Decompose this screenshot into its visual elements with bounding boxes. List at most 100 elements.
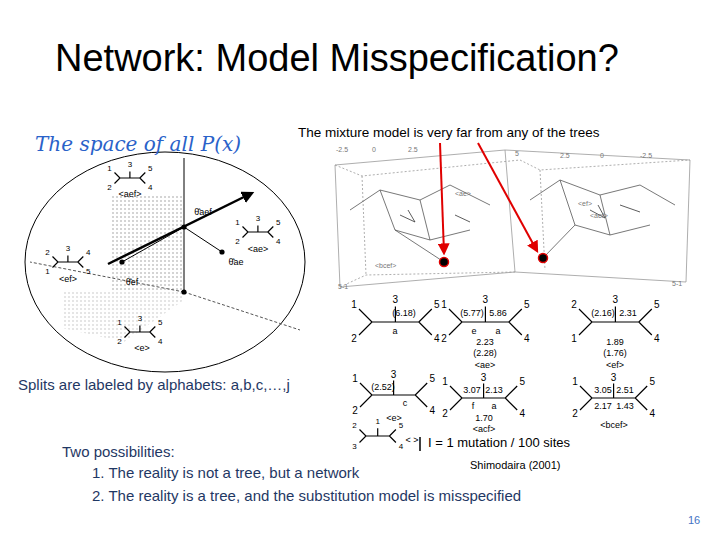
citation: Shimodaira (2001) [470, 459, 561, 472]
axis-tick: <aef> [590, 212, 608, 220]
leaf-number: 3 [481, 372, 487, 384]
leaf-number: 1 [352, 373, 358, 385]
leaf-number: 1 [117, 318, 121, 327]
branch-length: (6.18) [392, 308, 416, 318]
leaf-number: 2 [235, 237, 239, 246]
body-text: 2. The reality is a tree, and the substi… [92, 487, 521, 504]
callout-arrow [440, 143, 444, 253]
branch-length: 1.43 [616, 401, 634, 411]
page-number: 16 [688, 514, 700, 527]
leaf-number: 4 [158, 337, 162, 346]
leaf-number: 2 [45, 248, 49, 257]
leaf-number: 5 [524, 299, 530, 311]
branch-length: 3.05 [594, 385, 612, 395]
body-text: 1. The reality is not a tree, but a netw… [92, 464, 359, 481]
branch-length: <acf> [473, 424, 496, 434]
branch-length: 2.13 [485, 385, 503, 395]
slide-title: Network: Model Misspecification? [55, 38, 619, 80]
leaf-number: 2 [352, 405, 358, 417]
branch-length: a [491, 401, 496, 411]
projection-arrow [108, 193, 252, 264]
leaf-number: 4 [148, 183, 152, 192]
branch-length: <ef> [606, 360, 624, 370]
leaf-number: 4 [276, 237, 280, 246]
branch-length: (2.16) [591, 308, 615, 318]
axis-tick: 2.5 [408, 146, 418, 154]
axis-tick: 2.5 [560, 152, 570, 160]
projection-line [184, 227, 222, 252]
hatched-region [62, 292, 184, 342]
axis-tick: <bcef> [375, 262, 396, 270]
leaf-number: 1 [441, 299, 447, 311]
branch-length: a [392, 326, 397, 336]
leaf-number: 4 [429, 405, 435, 417]
branch-length: 2.17 [594, 401, 612, 411]
leaf-number: 5 [434, 299, 440, 311]
tree-label: θ̂ae [228, 257, 243, 267]
leaf-number: 5 [86, 267, 90, 276]
leaf-number: 2 [351, 333, 357, 345]
leaf-number: 1 [375, 418, 379, 427]
branch-length: 5.86 [489, 308, 507, 318]
leaf-number: 1 [351, 299, 357, 311]
scale-bar-label: I = 1 mutation / 100 sites [428, 436, 570, 451]
leaf-number: 3 [128, 161, 132, 170]
leaf-number: 2 [572, 408, 578, 420]
leaf-number: 4 [399, 442, 403, 451]
leaf-number: 5 [276, 218, 280, 227]
leaf-number: 5 [649, 376, 655, 388]
leaf-number: 4 [519, 408, 525, 420]
callout-arrow [478, 143, 537, 251]
boundary-line [184, 292, 300, 330]
estimate-point [219, 249, 224, 254]
axis-tick: -2.5 [336, 146, 348, 154]
callout-text: The mixture model is very far from any o… [298, 125, 600, 141]
axis-tick: <ae> [455, 190, 471, 198]
leaf-number: 5 [158, 318, 162, 327]
leaf-number: 3 [391, 369, 397, 381]
phylogenetic-tree [53, 171, 652, 442]
tree-label: <e> [134, 343, 150, 353]
tree-label: θ̂ef [126, 277, 139, 287]
leaf-number: 3 [393, 295, 399, 307]
leaf-number: 3 [483, 295, 489, 307]
tree-label: <ae> [248, 244, 269, 254]
leaf-number: 5 [148, 164, 152, 173]
leaf-number: 3 [611, 372, 617, 384]
scale-bar [419, 437, 421, 451]
projection-line [122, 227, 184, 262]
leaf-number: 2 [571, 299, 577, 311]
axis-tick: <ef> [578, 200, 592, 208]
leaf-number: 5 [654, 299, 660, 311]
tree-label: θ̂aef [194, 207, 212, 217]
branch-length: (2.52) [371, 382, 395, 392]
leaf-number: 3 [138, 315, 142, 324]
branch-length: 1.70 [475, 413, 493, 423]
leaf-number: 1 [571, 333, 577, 345]
branch-length: (5.77) [460, 308, 484, 318]
axis-tick: 0 [372, 146, 376, 154]
mixture-point [539, 254, 548, 263]
branch-length: e [471, 326, 476, 336]
leaf-number: 1 [572, 376, 578, 388]
estimate-point [181, 289, 186, 294]
axis-tick: -2.5 [640, 152, 652, 160]
tree-label: <aef> [118, 189, 141, 199]
leaf-number: 2 [441, 333, 447, 345]
leaf-number: 4 [524, 333, 530, 345]
leaf-number: 3 [256, 215, 260, 224]
leaf-number: 2 [352, 421, 356, 430]
branch-length: (2.28) [473, 348, 497, 358]
estimate-point [181, 224, 186, 229]
leaf-number: 5 [399, 421, 403, 430]
branch-length: 1.89 [606, 337, 624, 347]
axis-tick: 0 [600, 152, 604, 160]
branch-length: < > [405, 435, 418, 445]
branch-length: 2.51 [616, 385, 634, 395]
branch-length: 2.31 [619, 308, 637, 318]
leaf-number: 3 [66, 245, 70, 254]
estimate-point [119, 259, 124, 264]
axis-tick: 5 [515, 150, 519, 158]
branch-length: (1.76) [603, 348, 627, 358]
branch-length: a [495, 326, 500, 336]
